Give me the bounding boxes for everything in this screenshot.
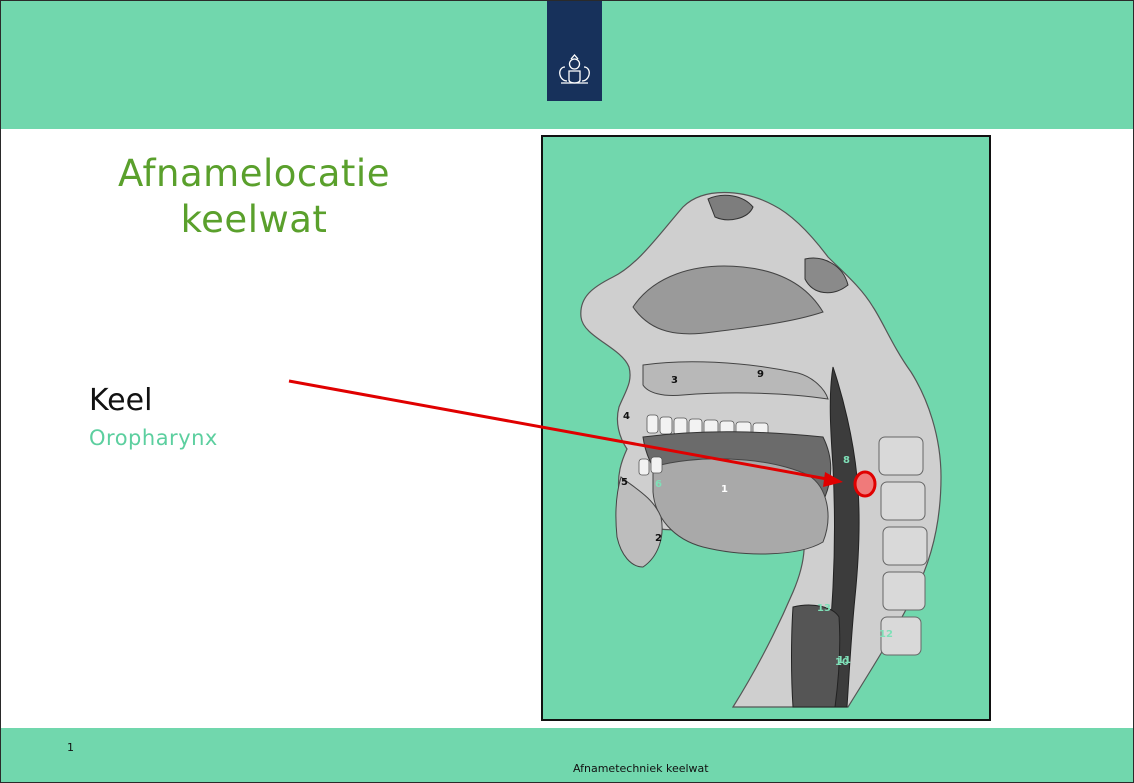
figure-number: 4	[623, 411, 630, 422]
cervical-spine	[879, 437, 927, 655]
tongue	[653, 459, 828, 554]
figure-number: 12	[879, 629, 893, 640]
coat-of-arms-icon	[547, 1, 602, 101]
target-marker	[855, 472, 875, 496]
anatomy-figure: 1 2 3 4 5 6 8 9 10 11 12 13	[541, 135, 991, 721]
figure-number: 5	[621, 477, 628, 488]
figure-number: 11	[837, 655, 851, 666]
slide-title: Afnamelocatie keelwat	[79, 151, 429, 243]
title-line-1: Afnamelocatie	[79, 151, 429, 197]
page-number: 1	[67, 741, 74, 754]
footer-bar	[1, 728, 1133, 782]
label-oropharynx: Oropharynx	[89, 426, 218, 450]
figure-number: 1	[721, 484, 728, 495]
figure-number: 13	[817, 603, 831, 614]
figure-number: 2	[655, 533, 662, 544]
figure-number: 3	[671, 375, 678, 386]
figure-number: 9	[757, 369, 764, 380]
title-line-2: keelwat	[79, 197, 429, 243]
figure-number: 6	[655, 479, 662, 490]
government-logo	[547, 1, 602, 101]
figure-number: 8	[843, 455, 850, 466]
sphenoid-sinus	[805, 258, 848, 293]
footer-title: Afnametechniek keelwat	[573, 762, 709, 775]
sagittal-head-illustration: 1 2 3 4 5 6 8 9 10 11 12 13	[543, 137, 989, 719]
larynx	[792, 605, 840, 707]
label-keel: Keel	[89, 383, 152, 418]
